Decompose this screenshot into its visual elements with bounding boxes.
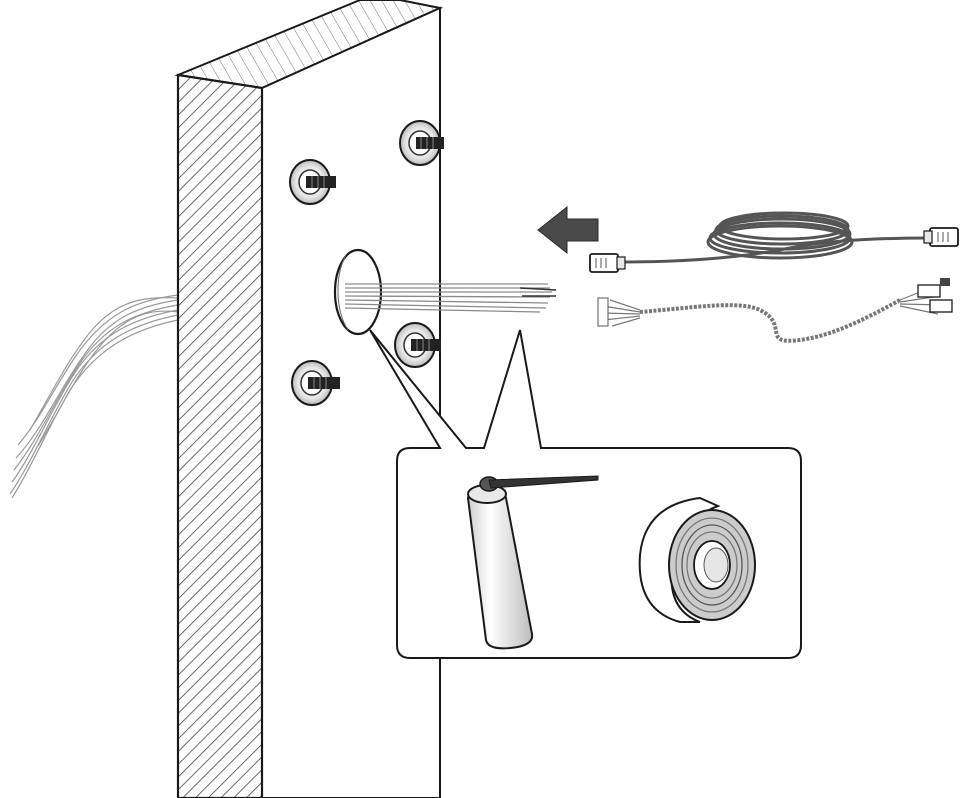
power-cable-icon bbox=[597, 278, 953, 343]
arrow-left-icon bbox=[537, 205, 599, 255]
wall-section bbox=[176, 73, 264, 798]
wire-bundle bbox=[9, 294, 179, 499]
network-cable-icon bbox=[589, 211, 959, 273]
waterproof-tape-icon bbox=[638, 496, 756, 623]
screw-icon bbox=[289, 159, 336, 205]
screw-icon bbox=[399, 120, 444, 166]
screw-icon bbox=[291, 360, 340, 406]
cables-through-hole bbox=[344, 283, 557, 313]
screw-icon bbox=[394, 322, 441, 368]
sealant-tube-icon bbox=[466, 475, 599, 650]
